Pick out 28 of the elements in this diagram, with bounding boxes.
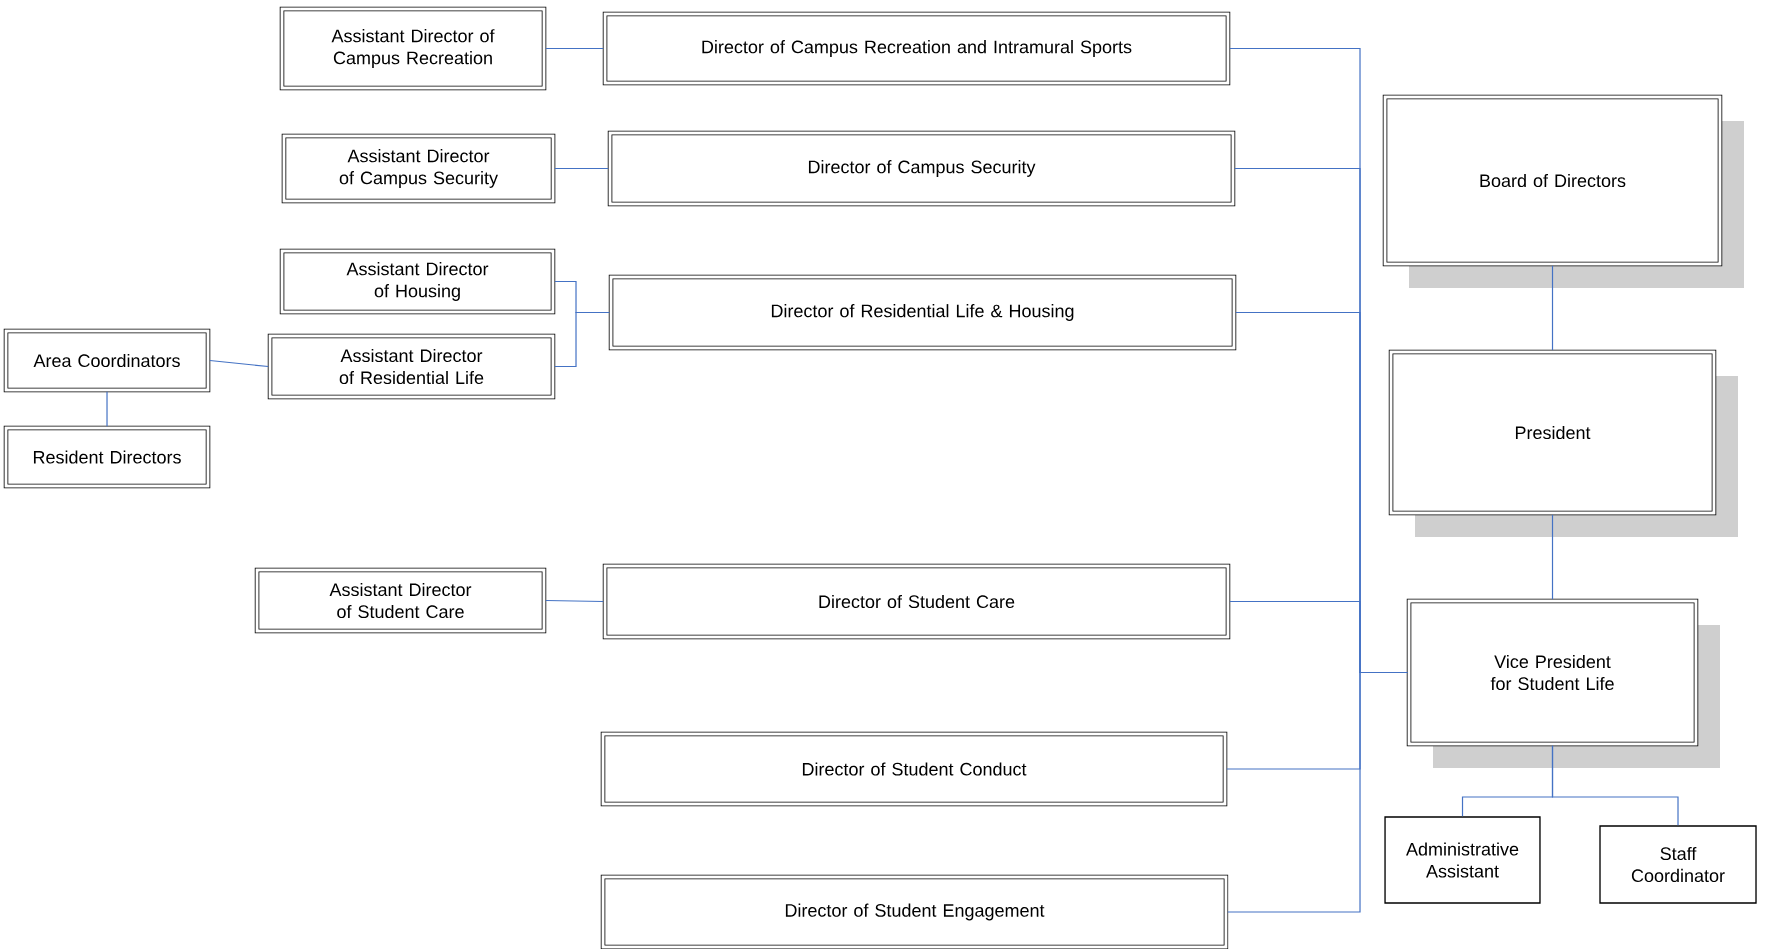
- org-box: Director of Student Conduct: [600, 731, 1228, 807]
- org-box: Vice President for Student Life: [1406, 598, 1720, 768]
- org-box: Director of Residential Life & Housing: [608, 274, 1237, 351]
- connector-line: [1551, 514, 1554, 600]
- connector-line: [554, 167, 609, 170]
- org-box: Area Coordinators: [3, 328, 211, 393]
- org-box: Staff Coordinator: [1599, 825, 1757, 904]
- org-box: Assistant Director of Residential Life: [267, 333, 556, 400]
- org-box: Board of Directors: [1382, 94, 1744, 288]
- org-box: Director of Student Care: [602, 563, 1231, 640]
- org-box: Administrative Assistant: [1384, 816, 1541, 904]
- org-box: Director of Campus Recreation and Intramural Sports: [602, 11, 1231, 86]
- org-box: Director of Student Engagement: [600, 874, 1229, 949]
- connector-line: [1227, 671, 1408, 913]
- org-box: Director of Campus Security: [607, 130, 1236, 207]
- org-box: President: [1388, 349, 1738, 537]
- org-box: Assistant Director of Campus Security: [281, 133, 556, 204]
- connector-line: [1551, 265, 1554, 351]
- connector-line: [554, 311, 610, 368]
- connector-line: [545, 599, 604, 603]
- connector-line: [106, 391, 108, 427]
- connector-line: [209, 359, 269, 368]
- org-box: Assistant Director of Housing: [279, 248, 556, 315]
- org-box: Assistant Director of Campus Recreation: [279, 6, 547, 91]
- connector-line: [545, 47, 604, 50]
- org-box: Assistant Director of Student Care: [254, 567, 547, 634]
- org-box: Resident Directors: [3, 425, 211, 489]
- connector-line: [1551, 745, 1679, 826]
